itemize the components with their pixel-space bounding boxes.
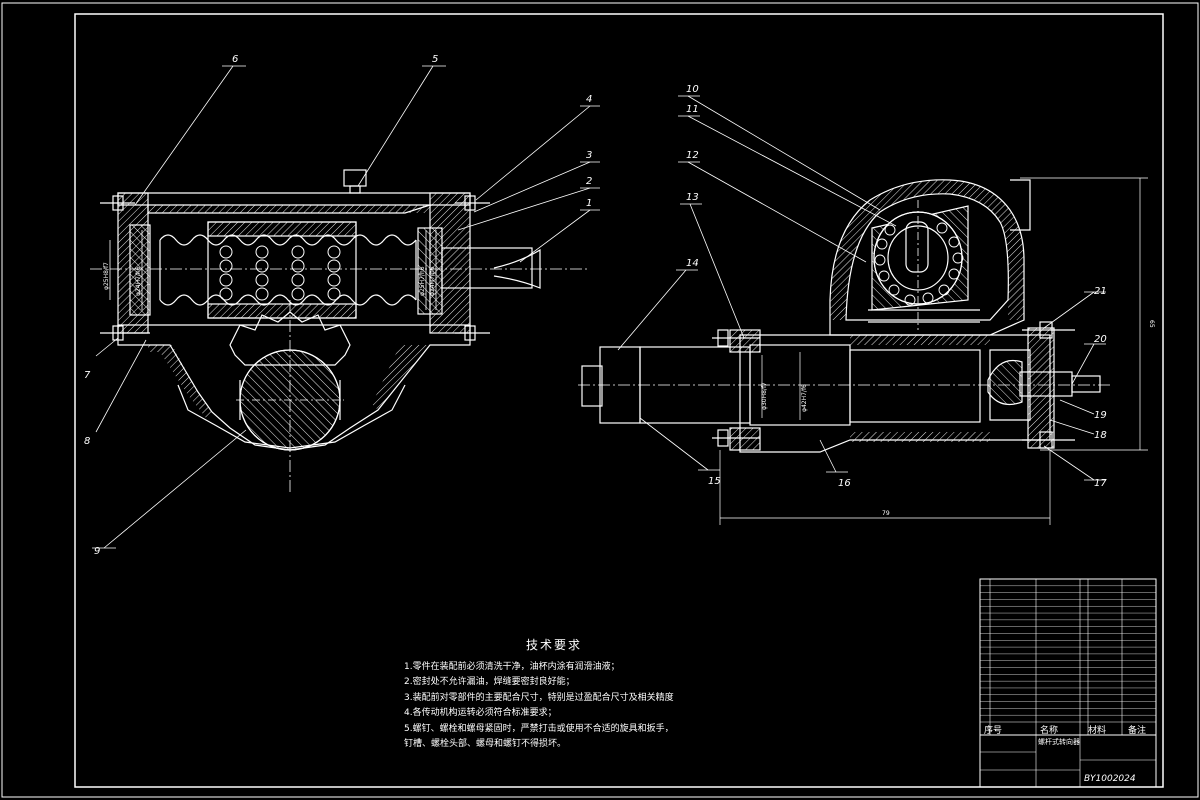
- tech-item-6: 钉槽、螺栓头部、螺母和螺钉不得损坏。: [404, 739, 567, 749]
- callout-13: 13: [686, 192, 699, 203]
- bom-header-seq: 序号: [984, 726, 1003, 736]
- callout-2: 2: [586, 176, 592, 187]
- callout-1: 1: [586, 198, 592, 209]
- callout-6: 6: [232, 54, 238, 65]
- tech-item-3: 3.装配前对零部件的主要配合尺寸，特别是过盈配合尺寸及相关精度进行复查；: [404, 692, 674, 703]
- tech-item-4: 4.各传动机构运转必须符合标准要求；: [404, 708, 557, 718]
- callout-21: 21: [1094, 286, 1107, 297]
- dim-overall-height: 65: [1148, 320, 1155, 328]
- callout-7: 7: [84, 370, 91, 381]
- callout-11: 11: [686, 104, 699, 115]
- dim-right-b: φ24H7/h6: [429, 266, 436, 296]
- callout-9: 9: [94, 546, 100, 557]
- tech-title: 技术要求: [525, 638, 582, 652]
- callout-10: 10: [686, 84, 699, 95]
- right-section-view: [578, 177, 1148, 525]
- callout-4: 4: [586, 94, 592, 105]
- callout-15: 15: [708, 476, 721, 487]
- callout-20: 20: [1094, 334, 1107, 345]
- callout-17: 17: [1094, 478, 1107, 489]
- dim-left-b: φ24H7/h6: [135, 266, 142, 296]
- technical-requirements: 技术要求 1.零件在装配前必须清洗干净，油杯内涂有润滑油液； 2.密封处不允许漏…: [404, 638, 674, 753]
- bom-header-note: 备注: [1128, 726, 1147, 736]
- callout-8: 8: [84, 436, 90, 447]
- callout-3: 3: [586, 150, 592, 161]
- bom-header-name: 名称: [1040, 726, 1059, 736]
- callout-14: 14: [686, 258, 699, 269]
- left-leaders: [92, 65, 600, 549]
- inner-frame: [74, 13, 1164, 788]
- bom-table: 序号 名称 材料 备注 螺杆式转向器 BY1002024: [980, 579, 1156, 787]
- callout-12: 12: [686, 150, 699, 161]
- tech-item-2: 2.密封处不允许漏油，焊缝要密封良好能；: [404, 677, 575, 687]
- left-section-view: [90, 169, 590, 492]
- tech-item-5: 5.螺钉、螺栓和螺母紧固时，严禁打击或使用不合适的旋具和扳手，紧固后螺: [404, 723, 674, 734]
- dim-shaft-b: φ42H7/f6: [801, 384, 808, 412]
- bom-rows: [980, 585, 1156, 716]
- callout-16: 16: [838, 478, 851, 489]
- bom-drawing-no: BY1002024: [1084, 774, 1136, 784]
- tech-item-1: 1.零件在装配前必须清洗干净，油杯内涂有润滑油液；: [404, 661, 620, 672]
- bom-drawing-title: 螺杆式转向器: [1038, 738, 1080, 746]
- dim-shaft-a: φ30H8/f7: [761, 382, 768, 410]
- bom-header-material: 材料: [1088, 726, 1107, 736]
- right-leaders: [617, 95, 1106, 481]
- dim-left-a: φ25H8/f7: [103, 262, 110, 290]
- callout-5: 5: [432, 54, 438, 65]
- dim-overall-width: 79: [882, 510, 890, 517]
- dim-right-a: φ25H7/h6: [419, 266, 426, 296]
- bom-grid: [979, 578, 1157, 788]
- callout-19: 19: [1094, 410, 1107, 421]
- callout-18: 18: [1094, 430, 1107, 441]
